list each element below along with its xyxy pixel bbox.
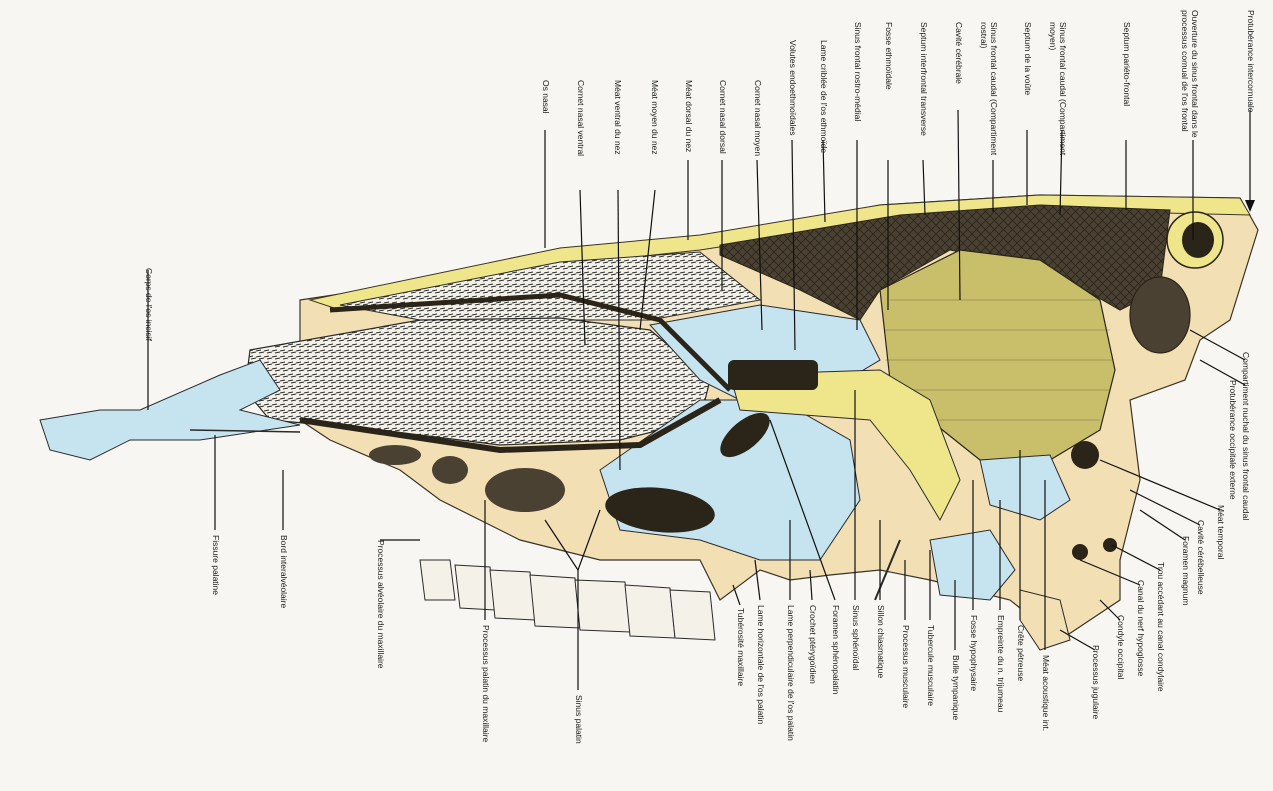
- label-volutes-endoethmoidales: Volutes endoethmoïdales: [788, 40, 798, 135]
- label-septum-interfrontal: Septum interfrontal transverse: [919, 22, 929, 136]
- label-processus-palatin: Processus palatin du maxillaire: [481, 625, 491, 742]
- label-septum-de-la-voute: Septum de la voûte: [1023, 22, 1033, 95]
- label-cavite-cerebelleuse: Cavité cérébelleuse: [1196, 520, 1206, 595]
- label-meat-moyen: Méat moyen du nez: [650, 80, 660, 155]
- label-os-nasal: Os nasal: [541, 80, 551, 114]
- label-trou-canal-condylaire: Trou accédant au canal condylaire: [1156, 562, 1166, 692]
- nuchal-compartment: [1130, 277, 1190, 353]
- label-tubercule-musculaire: Tubercule musculaire: [926, 625, 936, 706]
- label-foramen-magnum: Foramen magnum: [1181, 536, 1191, 605]
- label-sillon-chiasmatique: Sillon chiasmatique: [876, 605, 886, 678]
- label-processus-alveolaire: Processus alvéolaire du maxillaire: [376, 540, 386, 669]
- label-protuberance-occipitale: Protubérance occipitale externe: [1228, 380, 1238, 500]
- label-meat-temporal: Méat temporal: [1216, 505, 1226, 559]
- label-tuberosite-maxillaire: Tubérosité maxillaire: [736, 608, 746, 686]
- label-lame-criblee: Lame criblée de l'os ethmoïde: [819, 40, 829, 153]
- label-lame-perpendiculaire-palatin: Lame perpendiculaire de l'os palatin: [786, 605, 796, 741]
- label-canal-nerf-hypoglosse: Canal du nerf hypoglosse: [1136, 580, 1146, 676]
- label-meat-dorsal: Méat dorsal du nez: [684, 80, 694, 152]
- label-septum-voute: Sinus frontal caudal (Compartiment moyen…: [1048, 22, 1068, 162]
- label-sinus-frontal-rostro-medial: Sinus frontal rostro-médial: [853, 22, 863, 121]
- label-empreinte-trijumeau: Empreinte du n. trijumeau: [996, 615, 1006, 712]
- label-sinus-sphenoidal: Sinus sphénoïdal: [851, 605, 861, 670]
- label-meat-ventral: Méat ventral du nez: [613, 80, 623, 155]
- label-foramen-sphenopalatin: Foramen sphénopalatin: [831, 605, 841, 694]
- label-fissure-palatine: Fissure palatine: [211, 535, 221, 595]
- label-bulle-tympanique: Bulle tympanique: [951, 655, 961, 720]
- label-condyle-occipital: Condyle occipital: [1116, 615, 1126, 679]
- label-bord-interalveolaire: Bord interalvéolaire: [279, 535, 289, 608]
- label-processus-jugulaire: Processus jugulaire: [1091, 645, 1101, 719]
- label-protuberance-intercornuale: Protubérance intercornuale: [1246, 10, 1256, 113]
- label-fosse-hypophysaire: Fosse hypophysaire: [969, 615, 979, 691]
- label-sinus-palatin: Sinus palatin: [574, 695, 584, 744]
- label-cornet-nasal-dorsal: Cornet nasal dorsal: [718, 80, 728, 154]
- cheek-teeth: [420, 560, 715, 640]
- label-meat-acoustique-int: Méat acoustique int.: [1041, 655, 1051, 731]
- label-cornet-nasal-moyen: Cornet nasal moyen: [753, 80, 763, 156]
- label-ouverture-sinus-frontal: Ouverture du sinus frontal dans le proce…: [1180, 10, 1200, 160]
- label-lame-horizontale-palatin: Lame horizontale de l'os palatin: [756, 605, 766, 724]
- label-septum-parieto-frontal: Septum pariéto-frontal: [1122, 22, 1132, 106]
- label-cavite-cerebrale: Cavité cérébrale: [954, 22, 964, 84]
- label-processus-musculaire: Processus musculaire: [901, 625, 911, 708]
- label-sinus-frontal-caudal-rostral: Sinus frontal caudal (Compartiment rostr…: [979, 22, 999, 162]
- label-crochet-pterygoidien: Crochet ptérygoïdien: [808, 605, 818, 684]
- label-cornet-nasal-ventral: Cornet nasal ventral: [576, 80, 586, 156]
- label-fosse-ethmoidale: Fosse ethmoïdale: [884, 22, 894, 90]
- temporal-meatus: [1071, 441, 1099, 469]
- hypoglossal-canal: [1072, 544, 1088, 560]
- label-corps-os-incisif: Corps de l'os incisif: [144, 268, 154, 341]
- label-crete-petreuse: Crête pétreuse: [1016, 625, 1026, 681]
- label-compartiment-nuchal: Compartiment nuchal du sinus frontal cau…: [1241, 352, 1251, 520]
